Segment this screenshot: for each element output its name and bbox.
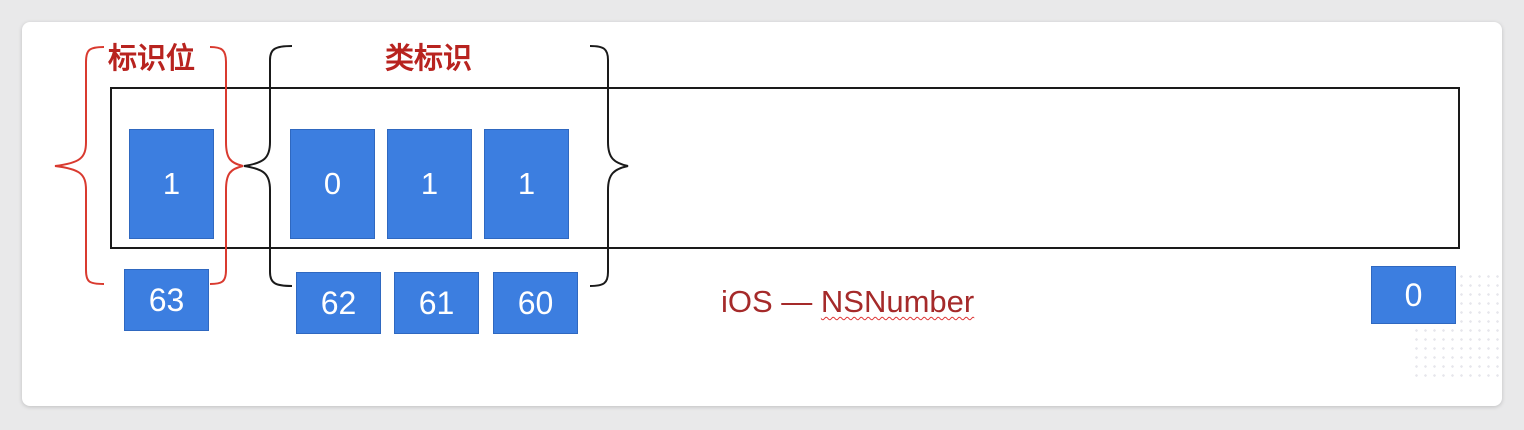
bit-index-box: 63 (124, 269, 209, 331)
caption-highlight: NSNumber (820, 284, 975, 319)
flag-bit-bracket (54, 46, 105, 285)
caption-ios-nsnumber: iOS — NSNumber (721, 286, 974, 317)
flag-bit-bracket-right (209, 46, 244, 285)
bit-index-box: 62 (296, 272, 381, 334)
class-flag-bracket-left (243, 45, 293, 287)
flag-bit-label: 标识位 (108, 41, 196, 75)
bit-value-box: 1 (484, 129, 569, 239)
bit-value-box: 0 (290, 129, 375, 239)
class-flag-label: 类标识 (385, 41, 473, 75)
bit-index-box: 0 (1371, 266, 1456, 324)
bit-index-box: 60 (493, 272, 578, 334)
bit-value-box: 1 (129, 129, 214, 239)
bit-index-box: 61 (394, 272, 479, 334)
bracket-overlay (54, 45, 629, 287)
class-flag-bracket-right (589, 45, 629, 287)
bit-value-box: 1 (387, 129, 472, 239)
caption-prefix: iOS — (721, 284, 821, 319)
diagram-canvas: 标识位 类标识 1 0 1 1 63 62 61 60 0 iOS — NSNu… (22, 22, 1502, 406)
register-bar (110, 87, 1460, 249)
